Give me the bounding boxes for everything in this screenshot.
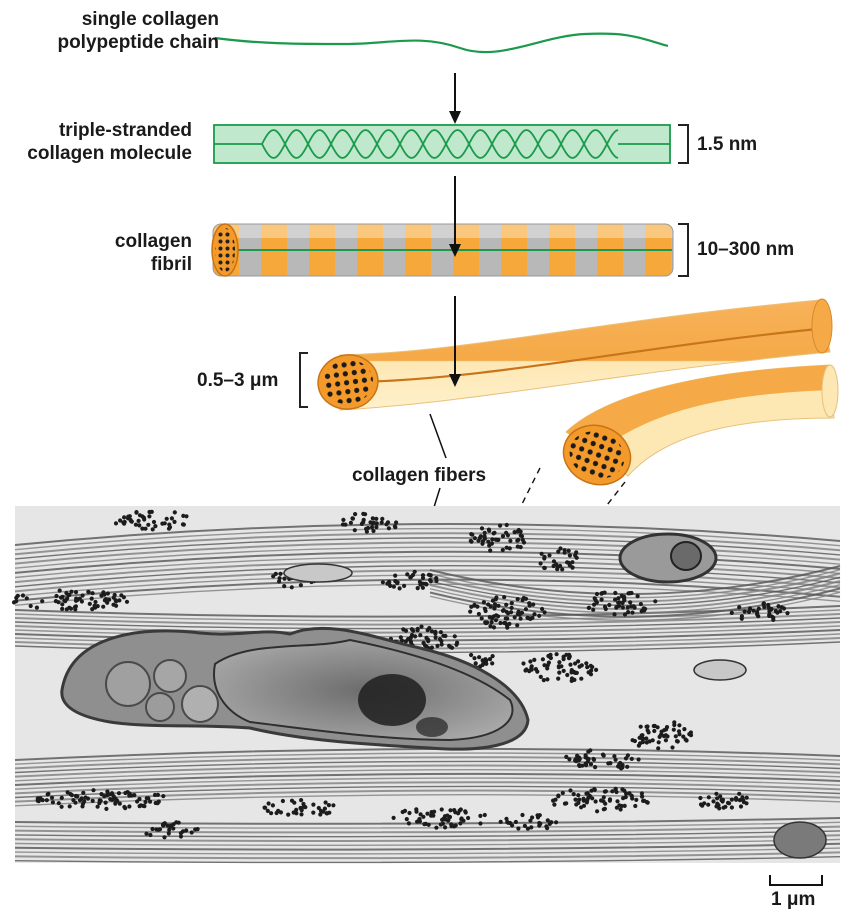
fibril-label-line1: collagen (115, 230, 192, 253)
chain-label-line1: single collagen (57, 8, 219, 31)
molecule-label: triple-stranded collagen molecule (27, 119, 192, 165)
scale-bar-label: 1 μm (771, 888, 815, 911)
molecule-size-bracket (678, 125, 688, 163)
triple-helix-molecule (214, 125, 670, 163)
chain-label-line2: polypeptide chain (57, 31, 219, 54)
molecule-label-line2: collagen molecule (27, 142, 192, 165)
fiber-size-bracket (300, 353, 308, 407)
fibril-band (671, 224, 693, 276)
chain-label: single collagen polypeptide chain (57, 8, 219, 54)
scale-bar (770, 875, 822, 885)
fibril-label-line2: fibril (115, 253, 192, 276)
collagen-fiber-lower (555, 365, 838, 494)
fibril-size-bracket (678, 224, 688, 276)
collagen-fibers-label: collagen fibers (352, 464, 486, 487)
arrow-chain-to-molecule (449, 73, 461, 124)
arrow-molecule-to-fibril (449, 176, 461, 257)
fiber-size-label: 0.5–3 μm (197, 369, 278, 392)
molecule-label-line1: triple-stranded (27, 119, 192, 142)
fibers-leader-line (430, 414, 446, 458)
electron-micrograph (12, 506, 840, 863)
single-chain-strand (215, 34, 668, 53)
molecule-size-label: 1.5 nm (697, 133, 757, 156)
fibril-size-label: 10–300 nm (697, 238, 794, 261)
fibril-label: collagen fibril (115, 230, 192, 276)
